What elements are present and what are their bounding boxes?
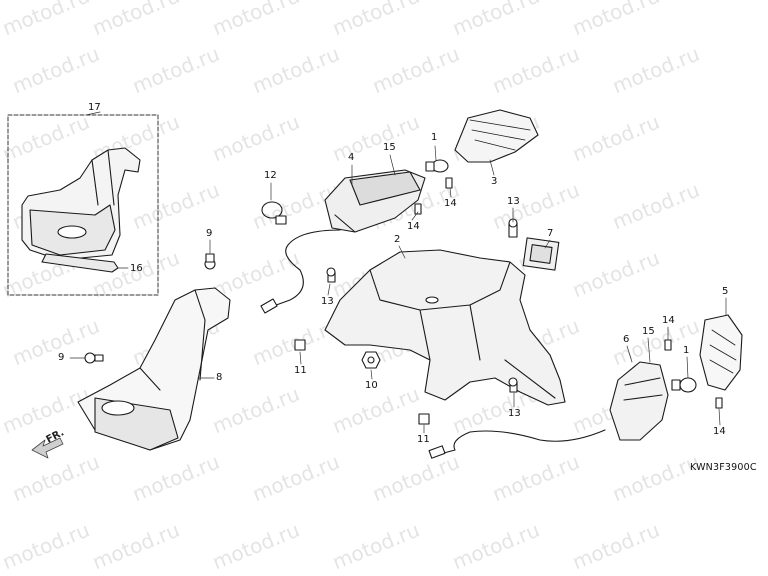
callout-14-c: 14 bbox=[662, 315, 675, 326]
part-8-rear-inner-fender bbox=[77, 287, 231, 451]
callout-14-b: 14 bbox=[407, 221, 420, 232]
callout-9-lower: 9 bbox=[58, 352, 65, 363]
part-4-tail-light-base bbox=[324, 169, 426, 233]
callout-5: 5 bbox=[722, 286, 729, 297]
callout-10: 10 bbox=[365, 380, 378, 391]
part-14-screw-b bbox=[414, 203, 422, 215]
front-arrow-icon bbox=[31, 437, 64, 459]
part-13-bolt-b bbox=[326, 267, 336, 283]
diagram-code: KWN3F3900C bbox=[690, 462, 757, 473]
part-5-turn-signal-lens bbox=[699, 314, 743, 391]
part-13-bolt-c bbox=[508, 377, 518, 393]
callout-3: 3 bbox=[491, 176, 498, 187]
callout-13-c: 13 bbox=[508, 408, 521, 419]
part-9-bolt-upper bbox=[204, 253, 216, 270]
callout-13-a: 13 bbox=[507, 196, 520, 207]
part-11-clip-a bbox=[294, 339, 306, 351]
part-14-screw-a bbox=[445, 177, 453, 189]
connector-upper bbox=[260, 298, 278, 314]
callout-1-upper: 1 bbox=[431, 132, 438, 143]
part-12-clamp bbox=[261, 201, 287, 225]
callout-14-a: 14 bbox=[444, 198, 457, 209]
callout-6: 6 bbox=[623, 334, 630, 345]
callout-15-lower: 15 bbox=[642, 326, 655, 337]
part-1-bulb-lower bbox=[671, 377, 697, 393]
callout-2: 2 bbox=[394, 234, 401, 245]
callout-11-a: 11 bbox=[294, 365, 307, 376]
callout-4: 4 bbox=[348, 152, 355, 163]
part-17-inner-fender bbox=[21, 147, 141, 273]
part-3-tail-lens bbox=[454, 109, 539, 163]
part-2-rear-fender bbox=[324, 249, 566, 406]
part-6-turn-signal-housing bbox=[609, 361, 669, 441]
connector-lower bbox=[428, 445, 446, 459]
part-9-bolt-lower bbox=[84, 352, 104, 364]
callout-13-b: 13 bbox=[321, 296, 334, 307]
part-10-nut bbox=[361, 351, 381, 369]
inset-frame bbox=[7, 114, 159, 296]
callout-16: 16 bbox=[130, 263, 143, 274]
part-11-clip-b bbox=[418, 413, 430, 425]
wiring-lower bbox=[439, 429, 606, 455]
part-14-screw-c bbox=[664, 339, 672, 351]
callout-11-b: 11 bbox=[417, 434, 430, 445]
callout-17: 17 bbox=[88, 102, 101, 113]
callout-12: 12 bbox=[264, 170, 277, 181]
callout-1-lower: 1 bbox=[683, 345, 690, 356]
wiring-upper bbox=[267, 229, 341, 309]
part-7-reflector bbox=[522, 237, 560, 271]
callout-15-upper: 15 bbox=[383, 142, 396, 153]
callout-7: 7 bbox=[547, 228, 554, 239]
part-14-screw-d bbox=[715, 397, 723, 409]
part-1-bulb-upper bbox=[425, 159, 449, 173]
callout-9-upper: 9 bbox=[206, 228, 213, 239]
part-13-bolt-a bbox=[508, 218, 518, 238]
callout-14-d: 14 bbox=[713, 426, 726, 437]
callout-8: 8 bbox=[216, 372, 223, 383]
